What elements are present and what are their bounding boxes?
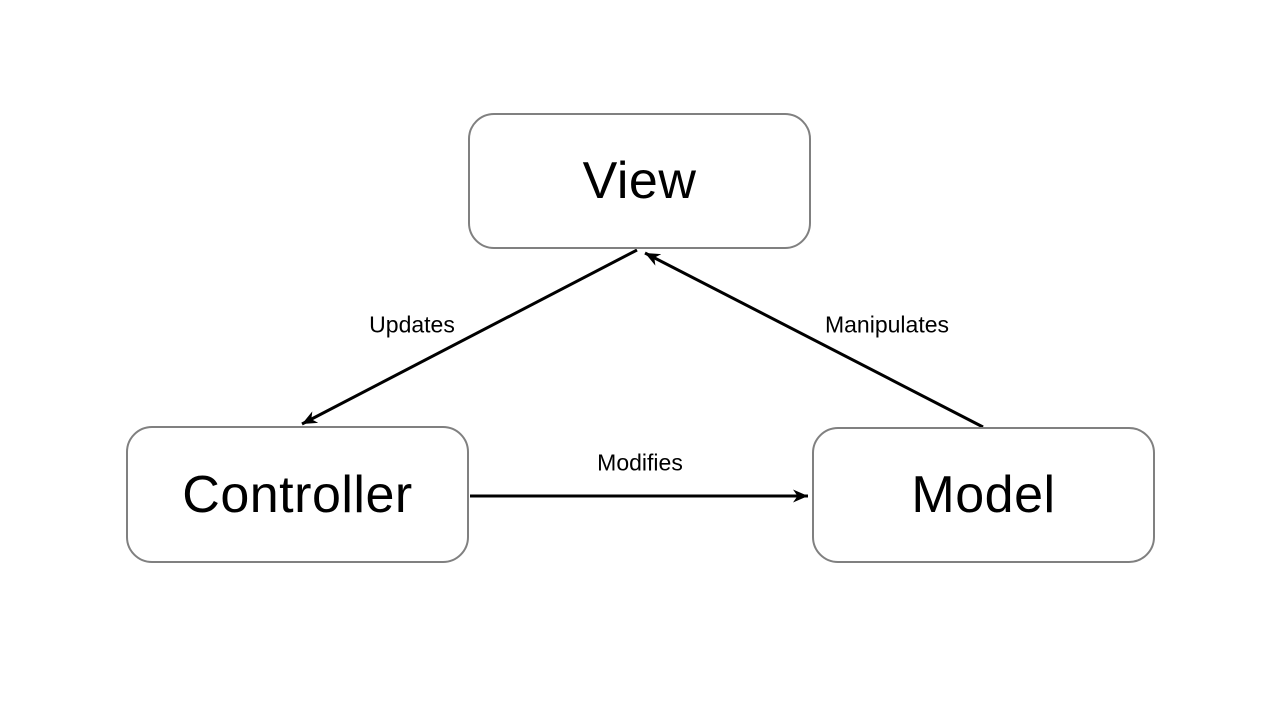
- node-view: View: [468, 113, 811, 249]
- edge-manipulates-line: [644, 251, 984, 429]
- node-view-label: View: [582, 152, 697, 210]
- node-controller: Controller: [126, 426, 469, 563]
- node-controller-label: Controller: [182, 465, 413, 524]
- node-model-label: Model: [911, 466, 1056, 524]
- edge-label-modifies: Modifies: [597, 449, 683, 476]
- edge-updates-line: [301, 248, 638, 426]
- edge-label-updates: Updates: [369, 311, 455, 338]
- edge-label-manipulates: Manipulates: [824, 311, 950, 338]
- node-model: Model: [812, 427, 1155, 563]
